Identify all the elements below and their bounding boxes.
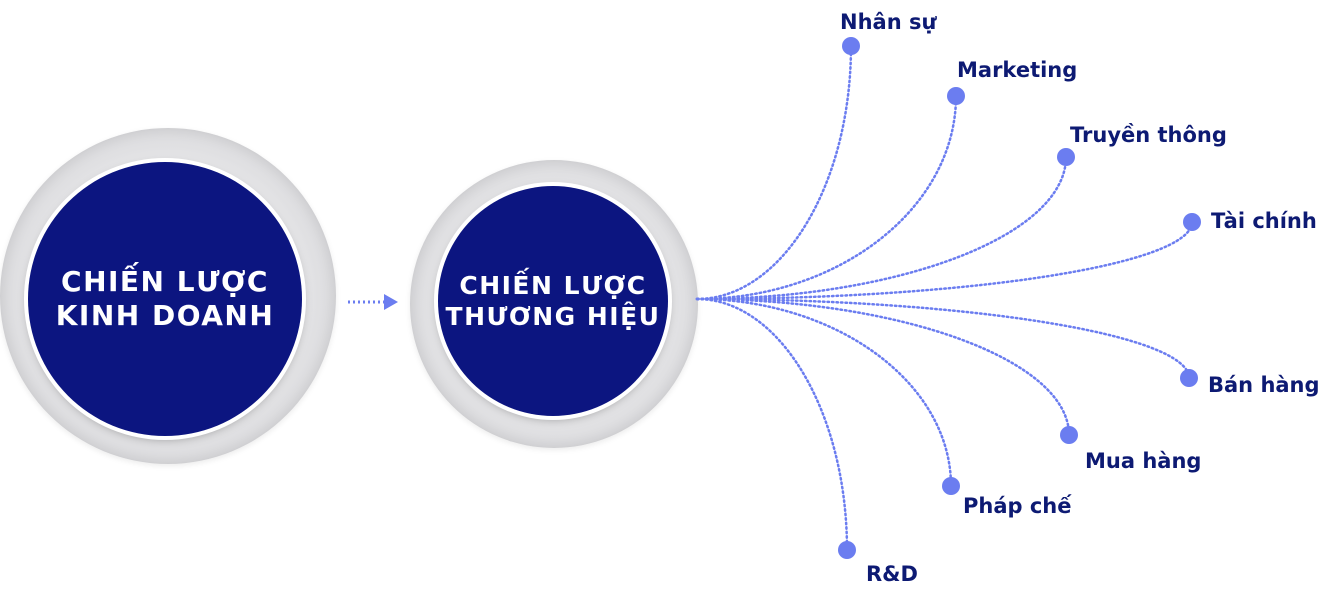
branch-label-tai-chinh: Tài chính [1211,209,1317,233]
branch-connector-ban_hang [695,297,1191,380]
branch-dot-tai_chinh [1183,213,1201,231]
branch-label-marketing: Marketing [957,58,1078,82]
branch-label-phap-che: Pháp chế [963,494,1072,518]
branch-connector-truyen_thong [695,155,1068,301]
branch-dot-phap_che [942,477,960,495]
branch-label-rnd: R&D [866,562,918,586]
branch-dot-ban_hang [1180,369,1198,387]
branch-dot-truyen_thong [1057,148,1075,166]
branch-label-mua-hang: Mua hàng [1085,449,1202,473]
branch-connector-tai_chinh [695,220,1194,301]
branch-connector-rnd [695,297,849,552]
branch-connector-phap_che [695,297,953,488]
branch-label-truyen-thong: Truyền thông [1070,123,1227,147]
branch-connector-marketing [695,94,958,301]
business-strategy-line1: CHIẾN LƯỢC [61,265,269,298]
branch-connector-mua_hang [695,297,1071,437]
branch-connector-nhan_su [695,44,853,301]
business-strategy-line2: KINH DOANH [55,299,275,332]
branch-dot-nhan_su [842,37,860,55]
branch-dot-rnd [838,541,856,559]
branch-dot-mua_hang [1060,426,1078,444]
brand-strategy-node: CHIẾN LƯỢC THƯƠNG HIỆU [438,186,668,416]
brand-strategy-line1: CHIẾN LƯỢC [459,271,647,300]
branch-label-ban-hang: Bán hàng [1208,373,1320,397]
brand-strategy-line2: THƯƠNG HIỆU [445,302,661,331]
flow-arrow [348,294,398,310]
branch-dot-marketing [947,87,965,105]
business-strategy-node: CHIẾN LƯỢC KINH DOANH [28,162,302,436]
branch-label-nhan-su: Nhân sự [840,10,937,34]
